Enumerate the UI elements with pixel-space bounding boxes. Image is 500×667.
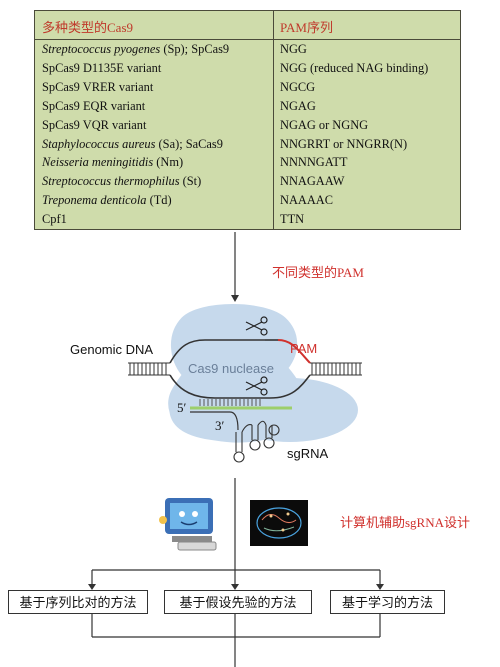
table-row: Treponema denticola (Td) NAAAAC: [35, 191, 460, 209]
dna-top-strand: [169, 339, 265, 364]
pam-sequence-cell: NNAGAAW: [280, 174, 345, 189]
pam-sequence-cell: NGCG: [280, 79, 316, 94]
header-cas9-types: 多种类型的Cas9: [42, 20, 134, 35]
pam-sequence-cell: NGAG or NGNG: [280, 117, 369, 132]
cas9-type-cell: Streptococcus thermophilus (St): [42, 174, 202, 189]
brain-network-image: [250, 500, 308, 546]
computer-aided-label: 计算机辅助sgRNA设计: [340, 515, 471, 530]
method-sequence-alignment: 基于序列比对的方法: [8, 590, 148, 614]
guide-base-pairs: [199, 399, 261, 406]
pam-types-label: 不同类型的PAM: [272, 265, 364, 280]
table-column-divider: [273, 11, 274, 229]
cas9-type-cell: Streptococcus pyogenes (Sp); SpCas9: [42, 42, 230, 56]
table-row: SpCas9 VQR variant NGAG or NGNG: [35, 116, 460, 134]
genomic-dna-right: [310, 362, 362, 376]
cas9-type-cell: Cpf1: [42, 212, 67, 227]
computer-icon: [159, 498, 217, 551]
pam-label: PAM: [290, 341, 318, 356]
cas9-pam-table: 多种类型的Cas9 PAM序列 Streptococcus pyogenes (…: [34, 10, 461, 230]
scissors-icon: [245, 316, 268, 336]
three-prime-label: 3′: [215, 418, 225, 433]
cas9-lower-lobe: [222, 378, 358, 442]
sgrna-backbone: [190, 411, 239, 431]
five-prime-label: 5′: [177, 400, 187, 415]
branch-mid-head: [231, 584, 239, 590]
pam-sequence-cell: NGAG: [280, 98, 316, 113]
cas9-type-cell: Neisseria meningitidis (Nm): [42, 155, 184, 170]
pam-sequence-cell: NNGRRT or NNGRR(N): [280, 136, 408, 151]
table-row: Cpf1 TTN: [35, 210, 460, 228]
pam-sequence-cell: NNNNGATT: [280, 155, 348, 170]
cas9-type-cell: SpCas9 D1135E variant: [42, 60, 162, 75]
branch-right-head: [376, 584, 384, 590]
dna-bottom-strand: [169, 374, 311, 399]
table-row: SpCas9 VRER variant NGCG: [35, 78, 460, 96]
pam-sequence-cell: TTN: [280, 212, 305, 227]
genomic-dna-label: Genomic DNA: [70, 342, 154, 357]
table-row: Neisseria meningitidis (Nm) NNNNGATT: [35, 153, 460, 171]
pam-sequence-cell: NGG (reduced NAG binding): [280, 60, 429, 75]
pam-sequence-cell: NGG: [280, 42, 307, 56]
table-header-row: 多种类型的Cas9 PAM序列: [35, 11, 460, 40]
table-row: Staphylococcus aureus (Sa); SaCas9 NNGRRT…: [35, 135, 460, 153]
cas9-type-cell: Treponema denticola (Td): [42, 193, 172, 208]
scissors-icon-lower: [245, 376, 268, 396]
header-pam-sequence: PAM序列: [280, 20, 333, 35]
method-learning-based: 基于学习的方法: [330, 590, 445, 614]
genomic-dna-left: [128, 362, 170, 376]
table-row: SpCas9 D1135E variant NGG (reduced NAG bi…: [35, 59, 460, 77]
method-hypothesis-prior: 基于假设先验的方法: [164, 590, 312, 614]
sgrna-stem-loops: [233, 420, 280, 463]
pam-strand: [277, 339, 311, 364]
cas9-nuclease-label: Cas9 nuclease: [188, 361, 274, 376]
table-row: Streptococcus thermophilus (St) NNAGAAW: [35, 172, 460, 190]
cas9-type-cell: SpCas9 VQR variant: [42, 117, 147, 132]
table-row: Streptococcus pyogenes (Sp); SpCas9 NGG: [35, 40, 460, 58]
arrow-head-top: [231, 295, 239, 302]
table-row: SpCas9 EQR variant NGAG: [35, 97, 460, 115]
sgrna-label: sgRNA: [287, 446, 329, 461]
cas9-type-cell: SpCas9 VRER variant: [42, 79, 154, 94]
cas9-type-cell: Staphylococcus aureus (Sa); SaCas9: [42, 136, 223, 151]
pam-sequence-cell: NAAAAC: [280, 193, 334, 208]
branch-left-head: [88, 584, 96, 590]
cas9-type-cell: SpCas9 EQR variant: [42, 98, 146, 113]
